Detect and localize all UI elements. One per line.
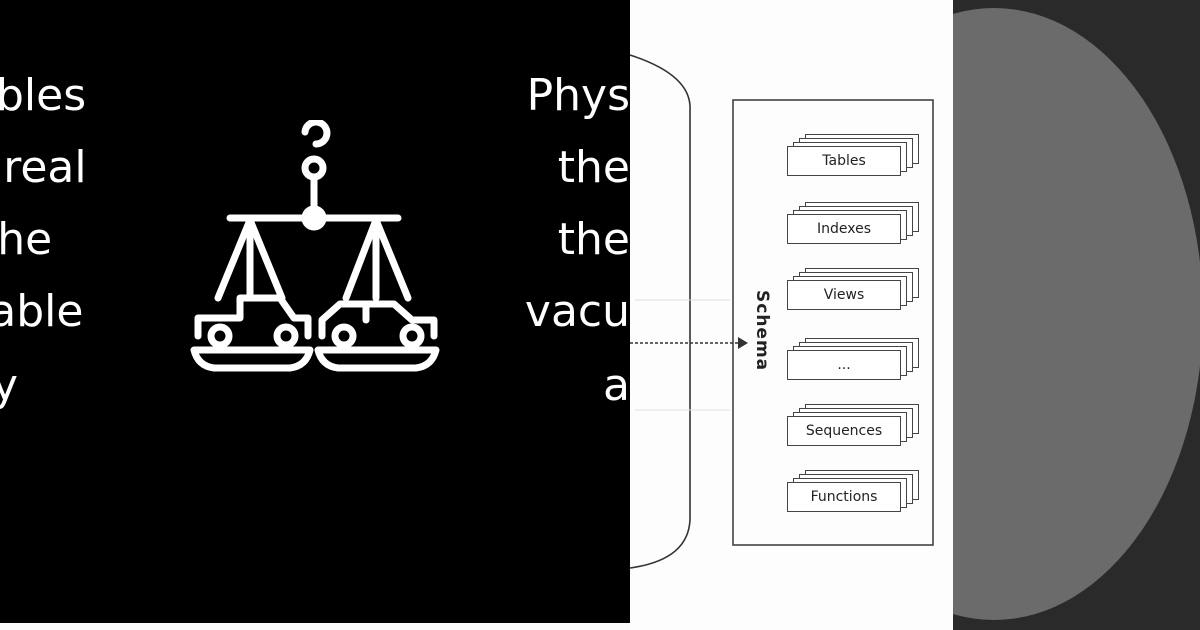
right-line-2: the — [557, 142, 630, 193]
item-ellipsis: ... — [787, 350, 901, 380]
slide-panel: bles t real the table y Ph — [0, 70, 630, 630]
schema-diagram: Schema Tables Indexes Views ... Sequence… — [630, 0, 953, 630]
circle-shape — [953, 8, 1200, 620]
right-line-1: Phys — [526, 70, 630, 121]
left-line-5: y — [0, 360, 19, 411]
stack-sequences: Sequences — [787, 404, 922, 452]
divider-strip — [0, 623, 630, 630]
stack-indexes: Indexes — [787, 202, 922, 250]
diagram-lines — [630, 54, 934, 569]
scale-with-cars-icon — [190, 120, 440, 372]
left-line-4: table — [0, 286, 84, 337]
item-indexes: Indexes — [787, 214, 901, 244]
left-line-2: t real — [0, 142, 87, 193]
left-line-3: the — [0, 214, 53, 265]
stack-views: Views — [787, 268, 922, 316]
item-views: Views — [787, 280, 901, 310]
right-slide-text: Phys the the vacu a — [524, 70, 630, 411]
right-line-3: the — [557, 214, 630, 265]
item-tables: Tables — [787, 146, 901, 176]
decorative-panel — [953, 0, 1200, 630]
item-functions: Functions — [787, 482, 901, 512]
right-line-5: a — [603, 360, 630, 411]
schema-label: Schema — [752, 290, 772, 372]
right-line-4: vacu — [524, 286, 630, 337]
stack-functions: Functions — [787, 470, 922, 518]
left-line-1: bles — [0, 70, 87, 121]
stack-ellipsis: ... — [787, 338, 922, 386]
item-sequences: Sequences — [787, 416, 901, 446]
stack-tables: Tables — [787, 134, 922, 182]
